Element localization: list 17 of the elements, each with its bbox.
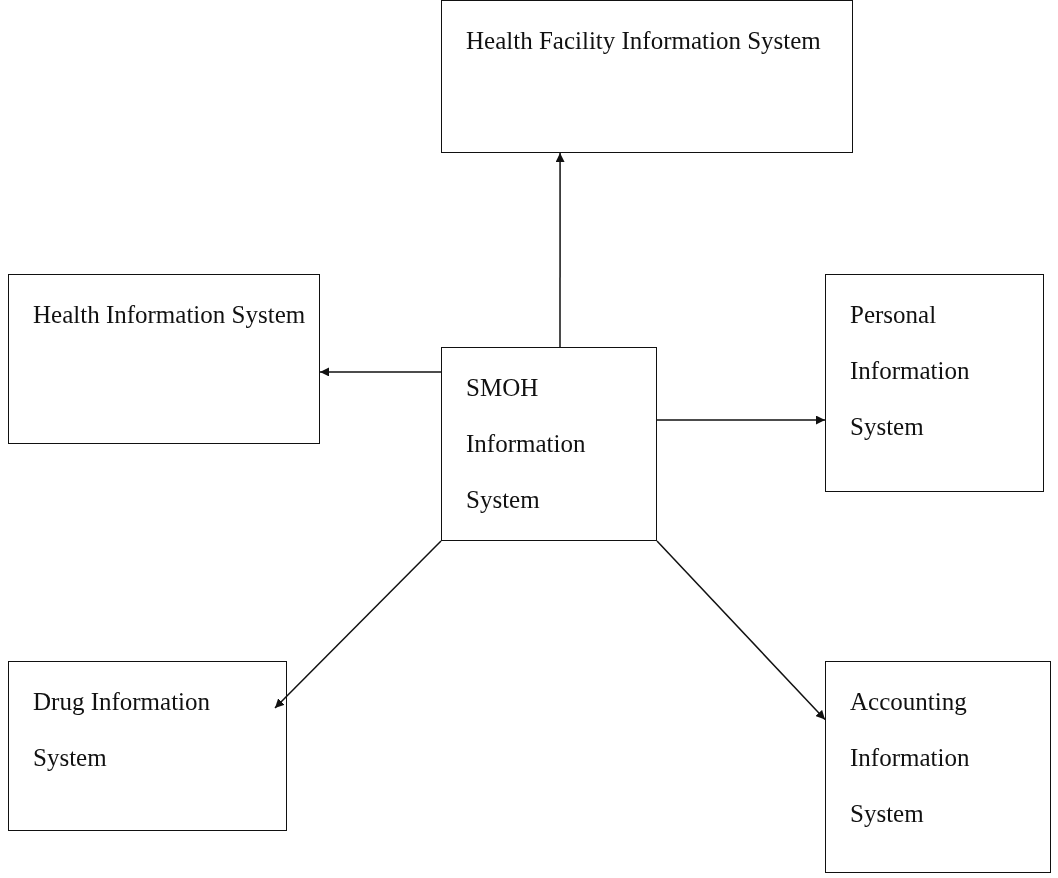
- system-box: [8, 661, 287, 831]
- box-label: Personal Information System: [850, 300, 971, 442]
- system-box: [441, 0, 853, 153]
- system-box: [8, 274, 320, 444]
- box-label: Health Facility Information System: [466, 26, 822, 56]
- system-box: [441, 347, 657, 541]
- arrow: [319, 367, 442, 377]
- arrow: [555, 152, 565, 348]
- arrow: [274, 540, 442, 709]
- system-box: [825, 661, 1051, 873]
- arrow: [656, 540, 826, 721]
- box-label: Accounting Information System: [850, 687, 971, 829]
- arrow: [656, 415, 826, 425]
- system-box: [825, 274, 1044, 492]
- box-label: SMOH Information System: [466, 373, 587, 515]
- box-label: Health Information System: [33, 300, 307, 330]
- box-label: Drug Information System: [33, 687, 212, 773]
